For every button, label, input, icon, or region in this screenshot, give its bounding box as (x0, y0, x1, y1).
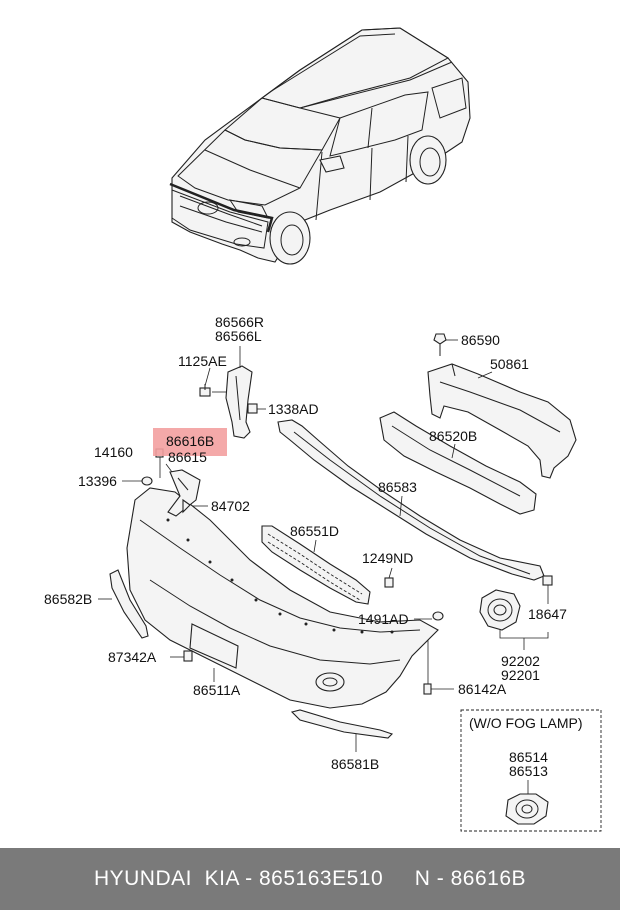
side-moulding-86582b (98, 569, 149, 639)
highlight-box (153, 428, 227, 456)
label-86615: 86615 (168, 449, 207, 465)
inset-title: (W/O FOG LAMP) (469, 715, 583, 731)
label-92202: 92202 (501, 653, 540, 669)
label-86582B: 86582B (44, 591, 92, 607)
label-1491AD: 1491AD (358, 611, 409, 627)
label-50861: 50861 (490, 356, 529, 372)
inset-without-fog-lamp: (W/O FOG LAMP) 86514 86513 (460, 709, 602, 832)
label-1125AE: 1125AE (178, 353, 227, 369)
lower-lip-86581b (290, 709, 394, 752)
bumper-cover-86511a (126, 487, 454, 709)
grille-86551d (261, 525, 394, 605)
label-13396: 13396 (78, 473, 117, 489)
label-92201: 92201 (501, 667, 540, 683)
label-86616B: 86616B (166, 433, 214, 449)
absorber-86520b (379, 411, 537, 515)
label-18647: 18647 (528, 606, 567, 622)
label-86511A: 86511A (193, 682, 241, 698)
blank-cover-icon (505, 793, 549, 825)
bracket-86566 (199, 346, 266, 439)
vehicle-illustration (169, 27, 471, 265)
label-1249ND: 1249ND (362, 550, 413, 566)
label-14160: 14160 (94, 444, 133, 460)
label-84702: 84702 (211, 498, 250, 514)
label-86514: 86514 (509, 749, 548, 765)
label-86566R: 86566R (215, 314, 264, 330)
label-86583: 86583 (378, 479, 417, 495)
part-labels: 86566R 86566L 1125AE 1338AD 86616B 14160… (44, 314, 567, 772)
label-86566L: 86566L (215, 328, 262, 344)
label-1338AD: 1338AD (268, 401, 319, 417)
label-86520B: 86520B (429, 428, 477, 444)
label-86581B: 86581B (331, 756, 379, 772)
reinforcement-50861 (427, 333, 577, 479)
label-86142A: 86142A (458, 681, 507, 697)
footer-part-numbers: HYUNDAI KIA - 865163E510 N - 86616B (93, 867, 527, 890)
label-86590: 86590 (461, 332, 500, 348)
label-86551D: 86551D (290, 523, 339, 539)
parts-diagram: 86566R 86566L 1125AE 1338AD 86616B 14160… (44, 27, 602, 832)
fog-lamp-92202 (479, 575, 553, 650)
footer-bar: HYUNDAI KIA - 865163E510 N - 86616B (0, 848, 620, 910)
label-86513: 86513 (509, 763, 548, 779)
label-87342A: 87342A (108, 649, 157, 665)
